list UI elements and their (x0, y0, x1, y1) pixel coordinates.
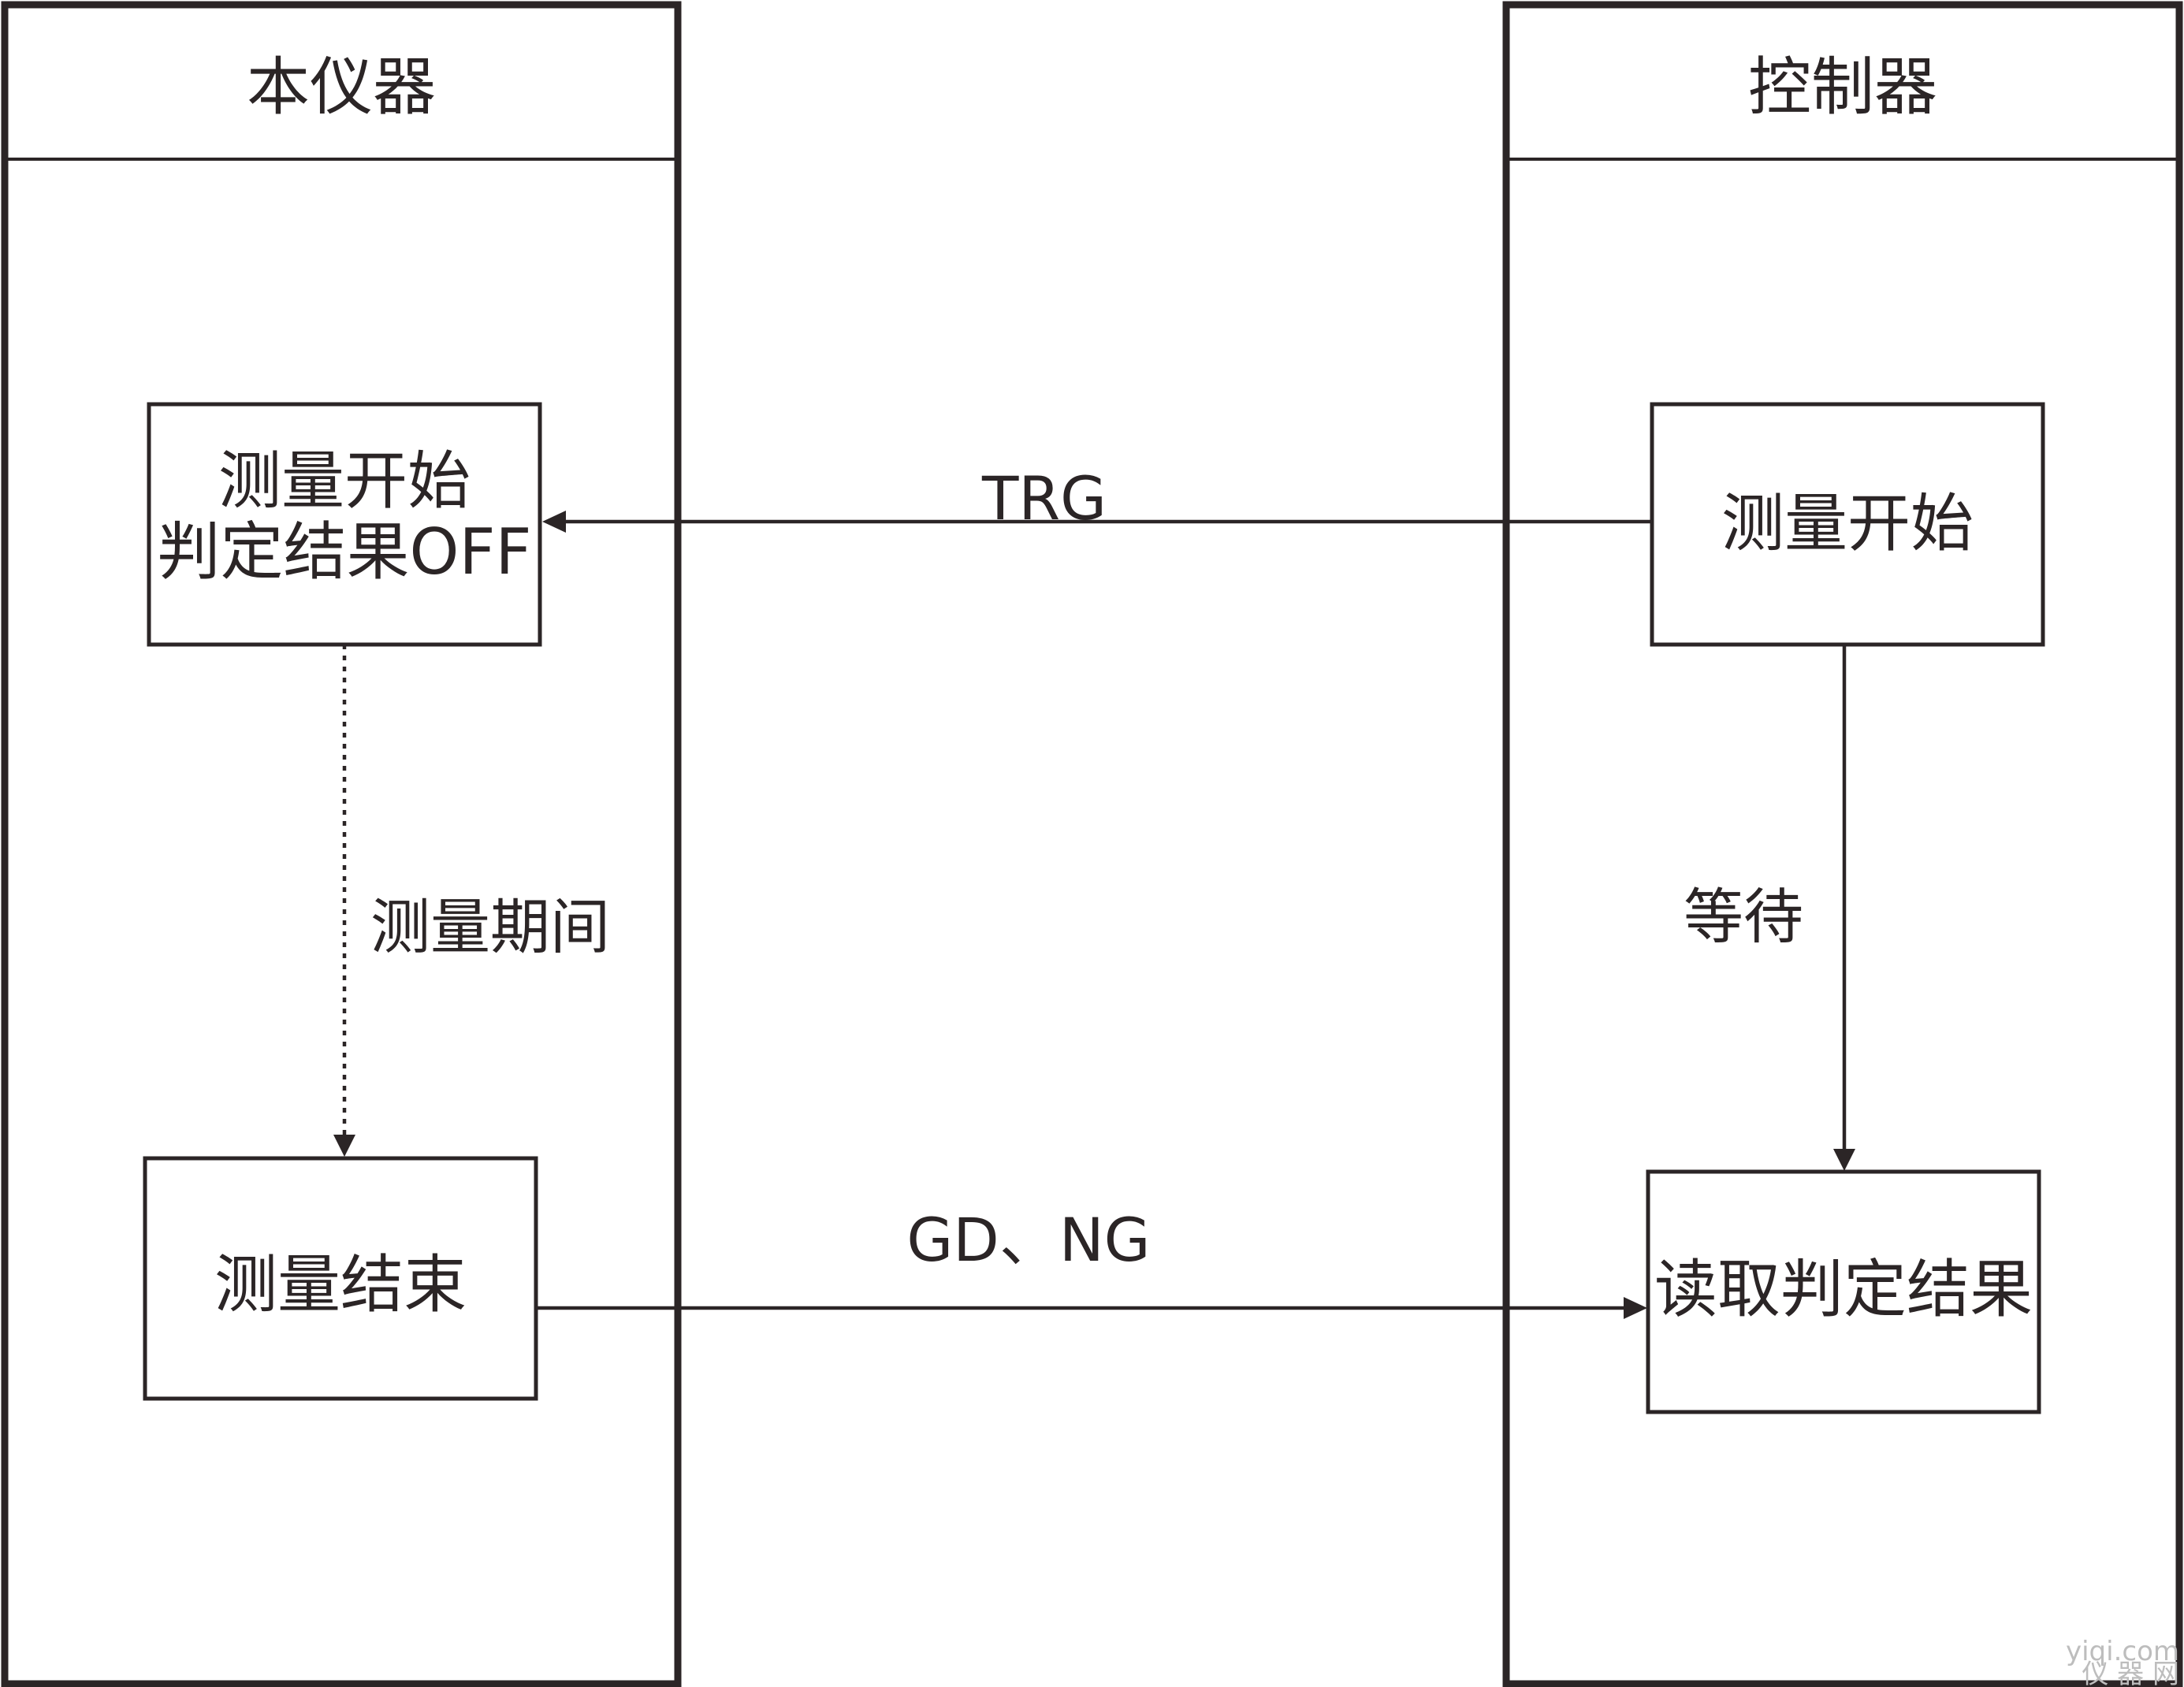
watermark-line1: yiqi.com (2066, 1636, 2179, 1667)
box-read-result: 读取判定结果 (1646, 1169, 2041, 1414)
watermark-line2: 仪 器 网 (2082, 1659, 2179, 1687)
arrow-wait: 等待 (1684, 645, 1855, 1171)
arrow-measure-period: 测量期间 (333, 645, 610, 1157)
box-measure-end: 测量结束 (143, 1156, 538, 1401)
arrow-gd-ng: GD、NG (536, 1205, 1647, 1319)
arrow-trg: TRG (542, 463, 1652, 533)
arrow-wait-label: 等待 (1684, 882, 1803, 952)
arrow-measure-period-label: 测量期间 (370, 892, 610, 962)
arrow-trg-label: TRG (981, 463, 1107, 533)
arrow-gd-ng-head (1624, 1297, 1647, 1319)
box-measure-start-instrument: 测量开始 判定结果OFF (147, 402, 542, 647)
box-measure-end-frame (143, 1156, 538, 1401)
arrow-trg-head (542, 511, 566, 533)
lane-instrument: 本仪器 (1, 1, 682, 1687)
box-measure-end-label: 测量结束 (214, 1248, 467, 1321)
arrow-wait-head (1833, 1149, 1855, 1171)
arrow-gd-ng-label: GD、NG (906, 1205, 1150, 1275)
box-measure-start-controller: 测量开始 (1650, 402, 2045, 647)
lane-controller-title: 控制器 (1748, 50, 1937, 124)
box-measure-start-instrument-frame (147, 402, 542, 647)
box-measure-start-controller-label: 测量开始 (1721, 487, 1974, 560)
watermark: yiqi.com 仪 器 网 (2066, 1636, 2179, 1687)
box-read-result-label: 读取判定结果 (1654, 1253, 2033, 1326)
box-measure-start-instrument-line2: 判定结果OFF (158, 515, 532, 589)
lane-instrument-frame (1, 1, 682, 1687)
lane-instrument-title: 本仪器 (247, 50, 436, 124)
box-measure-start-instrument-line1: 测量开始 (218, 444, 471, 518)
lane-controller: 控制器 (1502, 1, 2183, 1687)
box-measure-start-controller-frame (1650, 402, 2045, 647)
box-read-result-frame (1646, 1169, 2041, 1414)
arrow-measure-period-head (333, 1135, 355, 1157)
lane-controller-frame (1502, 1, 2183, 1687)
